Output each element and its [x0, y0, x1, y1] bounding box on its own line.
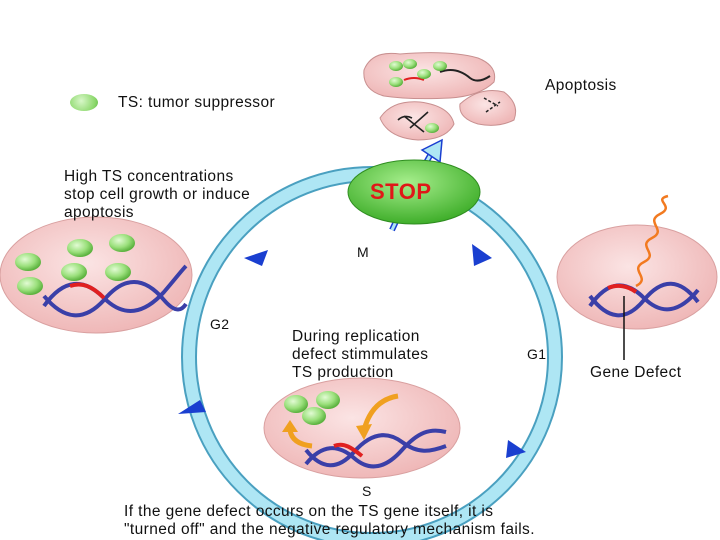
replication-line-2: defect stimmulates	[292, 346, 429, 363]
high-ts-cell	[0, 216, 193, 334]
arrow-upper-left-icon	[244, 250, 268, 266]
green-circle-icon	[70, 94, 98, 111]
fragment-right	[459, 90, 517, 126]
stop-sign	[347, 159, 481, 225]
phase-g2-label: G2	[210, 316, 230, 332]
gene-defect-cell	[556, 194, 718, 360]
phase-g1-label: G1	[527, 346, 547, 362]
phase-m-label: M	[357, 244, 370, 260]
orange-arrow-left-icon	[287, 429, 313, 449]
high-ts-line-3: apoptosis	[64, 204, 134, 221]
apoptotic-cell-fragments	[363, 52, 517, 141]
arrow-top-right-icon	[472, 244, 492, 266]
gene-defect-label: Gene Defect	[590, 364, 682, 381]
stop-label: STOP	[370, 179, 432, 204]
high-ts-line-2: stop cell growth or induce	[64, 186, 251, 203]
phase-s-label: S	[362, 483, 372, 499]
caption-line-2: "turned off" and the negative regulatory…	[124, 521, 535, 538]
arrow-bottom-right-icon	[506, 440, 526, 458]
replication-line-1: During replication	[292, 328, 420, 345]
mrna-strand	[635, 194, 669, 288]
arrow-left-icon	[178, 400, 206, 414]
replication-line-3: TS production	[292, 364, 394, 381]
high-ts-line-1: High TS concentrations	[64, 168, 234, 185]
replication-cell	[263, 377, 461, 479]
legend-label: TS: tumor suppressor	[118, 94, 276, 111]
caption-line-1: If the gene defect occurs on the TS gene…	[124, 503, 494, 520]
apoptosis-label: Apoptosis	[545, 77, 617, 94]
cycle-arrows	[178, 244, 526, 458]
